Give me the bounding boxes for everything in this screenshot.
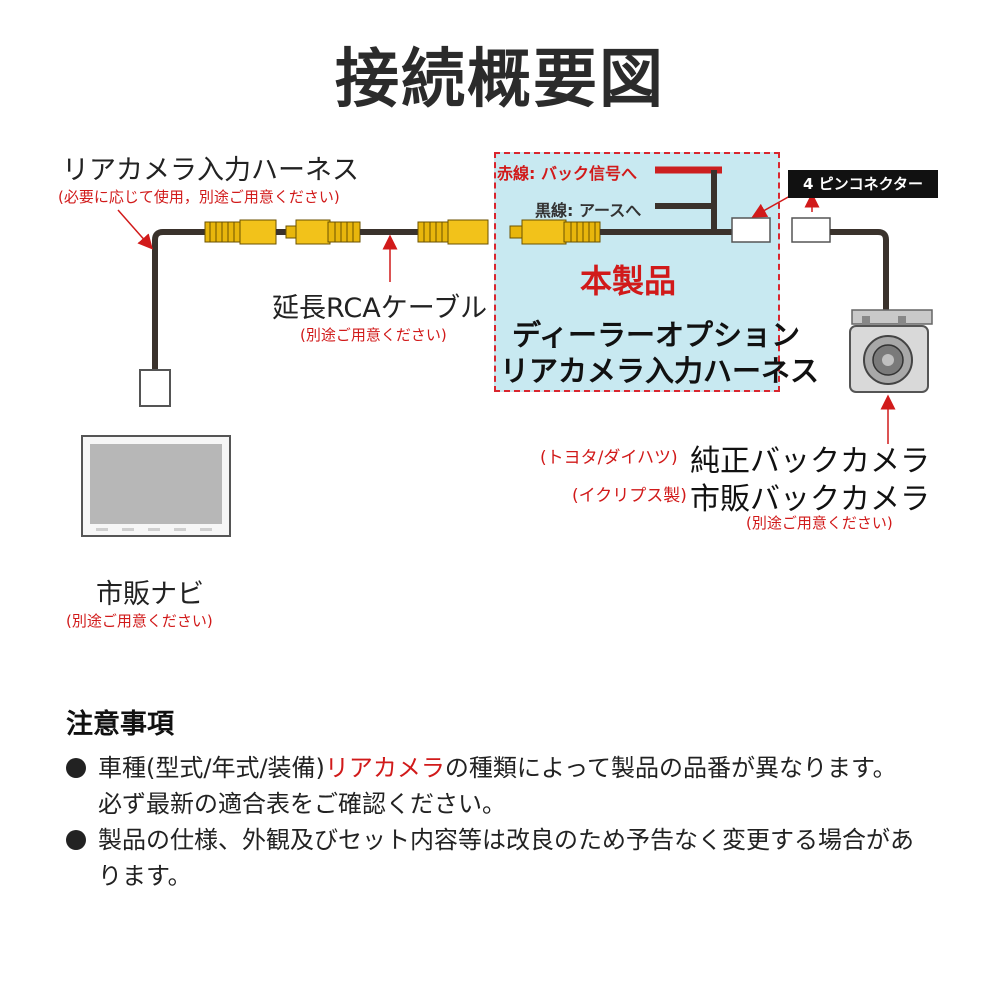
navi-cable — [152, 229, 205, 370]
bullet-icon — [66, 758, 86, 778]
camera-line2: 市販バックカメラ — [690, 482, 930, 517]
back-camera — [849, 309, 933, 393]
note-item-1: 車種(型式/年式/装備)リアカメラの種類によって製品の品番が異なります。 — [66, 750, 897, 786]
camera-line1: 純正バックカメラ — [690, 444, 930, 479]
camera-note: (別途ご用意ください) — [746, 514, 893, 532]
harness-arrow — [117, 209, 153, 250]
navi-plug — [139, 369, 171, 407]
navi-note: (別途ご用意ください) — [66, 612, 213, 630]
camera-4pin-connector — [791, 217, 831, 243]
rear-harness-label: リアカメラ入力ハーネス — [62, 155, 359, 186]
connector-tag-arrow-1 — [751, 195, 791, 218]
black-wire-label: 黒線: アースへ — [535, 201, 642, 220]
product-4pin-connector — [731, 217, 771, 243]
product-harness-box — [494, 152, 780, 392]
notes-title: 注意事項 — [66, 709, 174, 740]
note-1-part-a: 車種(型式/年式/装備) — [98, 754, 325, 782]
bullet-icon — [66, 830, 86, 850]
navi-monitor — [81, 435, 231, 537]
red-wire-label: 赤線: バック信号へ — [497, 164, 637, 183]
note-2-line1: 製品の仕様、外観及びセット内容等は改良のため予告なく変更する場合があ — [98, 826, 914, 854]
rca-connector-3 — [417, 219, 489, 245]
connector-tag: 4 ピンコネクター — [788, 170, 938, 198]
note-item-1-line2: 必ず最新の適合表をご確認ください。 — [98, 790, 506, 818]
note-item-2-line2: ります。 — [98, 862, 192, 890]
rca-connector-2 — [285, 219, 361, 245]
page-title: 接続概要図 — [335, 43, 665, 117]
product-name-line2: リアカメラ入力ハーネス — [500, 354, 820, 388]
rca-connector-1 — [204, 219, 277, 245]
camera-cable — [830, 229, 889, 312]
rear-harness-note: (必要に応じて使用，別途ご用意ください) — [58, 188, 340, 206]
note-1-highlight: リアカメラ — [324, 754, 445, 782]
camera-line1-prefix: (トヨタ/ダイハツ) — [540, 448, 678, 468]
product-label: 本製品 — [580, 262, 677, 300]
product-name-line1: ディーラーオプション — [512, 318, 800, 352]
note-1-part-b: の種類によって製品の品番が異なります。 — [444, 754, 897, 782]
extension-cable-label: 延長RCAケーブル — [272, 293, 488, 324]
extension-cable-note: (別途ご用意ください) — [300, 326, 447, 344]
navi-label: 市販ナビ — [96, 579, 204, 610]
product-rca-plug — [509, 219, 601, 245]
camera-line2-prefix: (イクリプス製) — [572, 486, 687, 506]
note-item-2: 製品の仕様、外観及びセット内容等は改良のため予告なく変更する場合があ — [66, 822, 914, 858]
